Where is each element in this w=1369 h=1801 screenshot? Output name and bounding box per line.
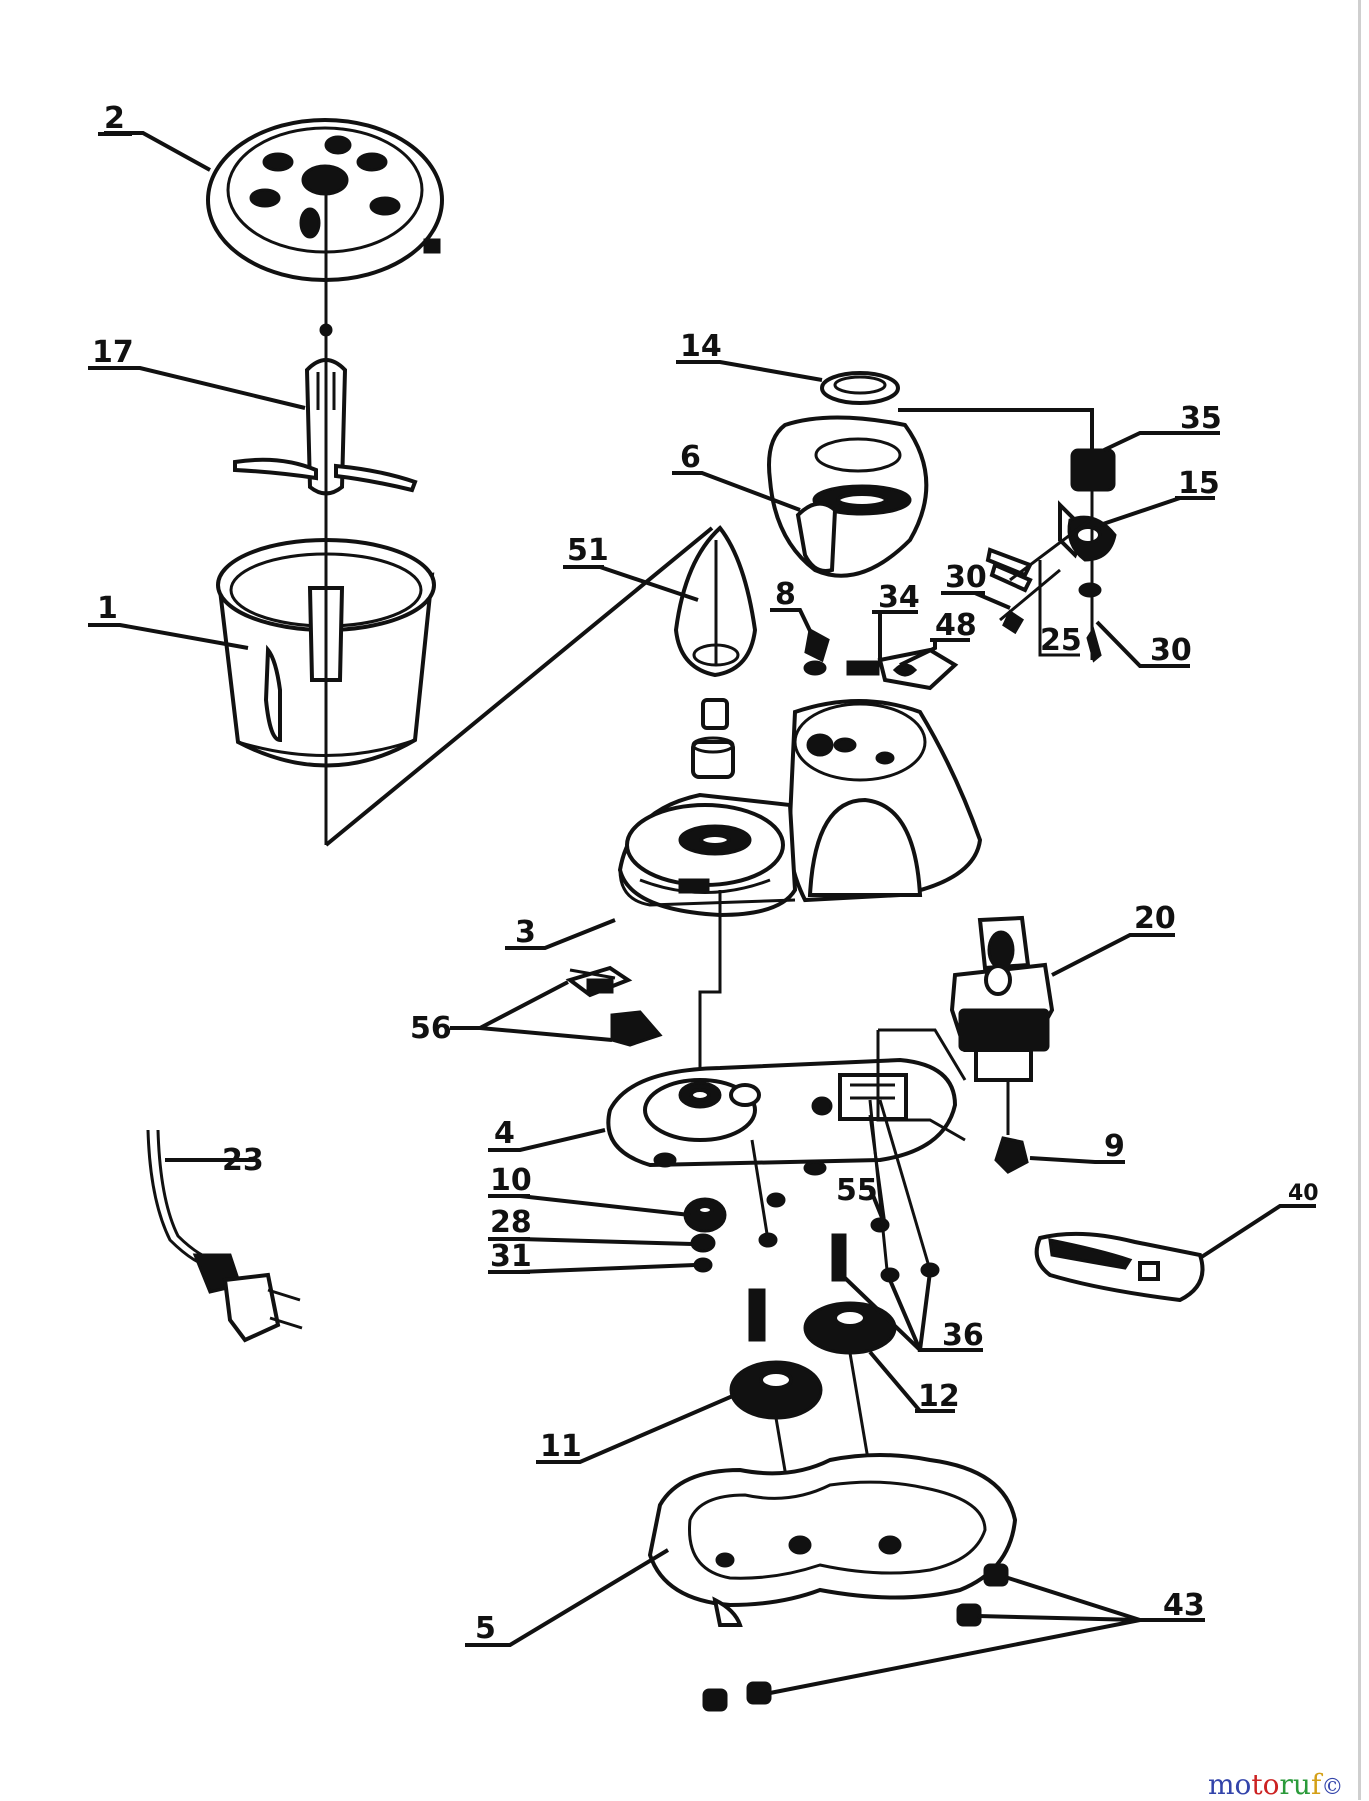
callout-11: 11 [540, 1429, 582, 1464]
callout-8: 8 [775, 577, 796, 612]
part-nut [994, 1136, 1029, 1174]
callout-15: 15 [1178, 466, 1220, 501]
part-power-cord [146, 1129, 303, 1343]
part-upper-housing [617, 699, 983, 918]
callout-9: 9 [1104, 1129, 1125, 1164]
callout-30-right: 30 [1150, 633, 1192, 668]
callout-6: 6 [680, 440, 701, 475]
callout-17: 17 [92, 335, 134, 370]
callout-36: 36 [942, 1318, 984, 1353]
callout-51: 51 [567, 533, 609, 568]
callout-2: 2 [104, 101, 125, 136]
part-feet [702, 1563, 1009, 1712]
callout-34: 34 [878, 580, 920, 615]
callout-28: 28 [490, 1205, 532, 1240]
callout-43: 43 [1163, 1588, 1205, 1623]
part-base-tray [647, 1453, 1018, 1627]
part-gear-cluster [898, 408, 1117, 663]
callout-20: 20 [1134, 901, 1176, 936]
callout-14: 14 [680, 329, 722, 364]
callout-12: 12 [918, 1379, 960, 1414]
callout-5: 5 [475, 1611, 496, 1646]
callout-55: 55 [836, 1173, 878, 1208]
part-cover-clip [1034, 1231, 1205, 1303]
page-edge-line [1358, 0, 1361, 1800]
callout-1: 1 [97, 591, 118, 626]
callout-3: 3 [515, 915, 536, 950]
part-drive-shaft [673, 525, 758, 779]
callout-31: 31 [490, 1239, 532, 1274]
part-rollers [729, 1301, 897, 1531]
callout-23: 23 [222, 1143, 264, 1178]
callout-labels: 2 17 1 14 35 6 15 51 30 8 34 48 25 30 3 … [88, 101, 1319, 1647]
part-clips [565, 965, 663, 1047]
callout-10: 10 [490, 1163, 532, 1198]
callout-56: 56 [410, 1011, 452, 1046]
callout-40: 40 [1288, 1181, 1319, 1206]
callout-35: 35 [1180, 401, 1222, 436]
callout-30-left: 30 [945, 560, 987, 595]
callout-25: 25 [1040, 623, 1082, 658]
part-switch-assembly [803, 627, 959, 691]
part-motor-switch [949, 915, 1055, 1135]
part-dome-cover [767, 371, 929, 578]
watermark-logo: motoruf© [1208, 1768, 1344, 1801]
callout-48: 48 [935, 608, 977, 643]
part-gear-plate [606, 1028, 967, 1176]
callout-4: 4 [494, 1116, 515, 1151]
